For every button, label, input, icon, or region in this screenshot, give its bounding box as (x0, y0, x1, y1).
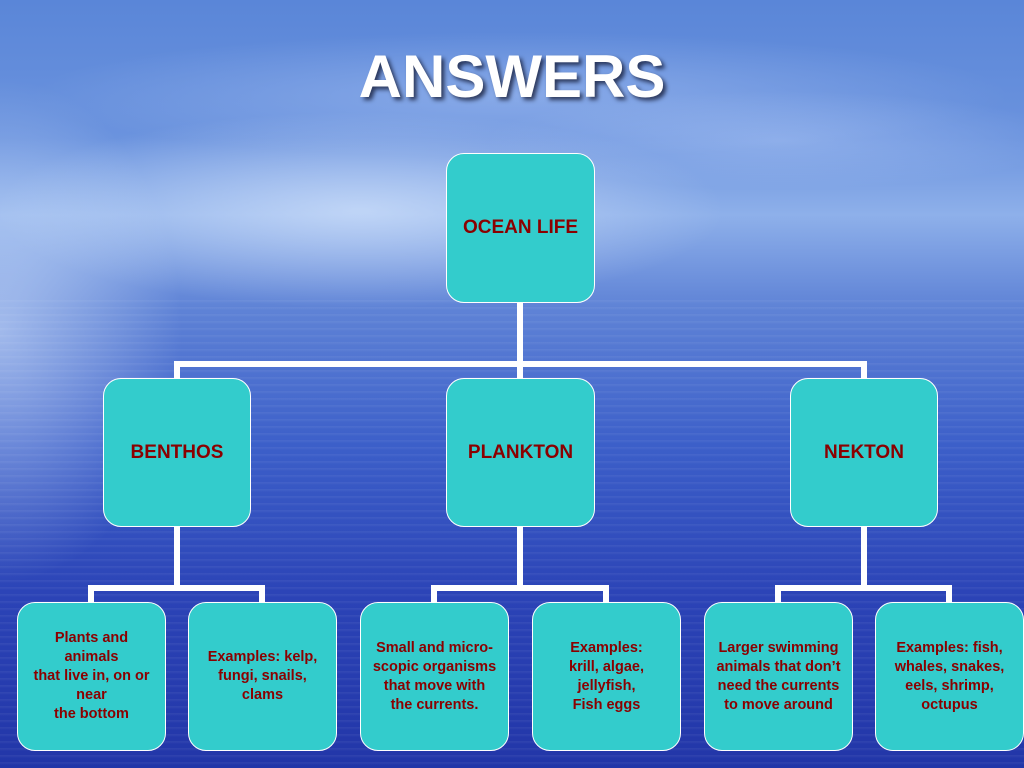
plankton-description-text: Small and micro- scopic organisms that m… (372, 639, 497, 713)
node-benthos-description: Plants and animals that live in, on or n… (17, 602, 166, 751)
nekton-examples-text: Examples: fish, whales, snakes, eels, sh… (894, 639, 1005, 713)
node-nekton: NEKTON (790, 378, 938, 527)
node-nekton-examples: Examples: fish, whales, snakes, eels, sh… (875, 602, 1024, 751)
node-benthos: BENTHOS (103, 378, 251, 527)
nekton-description-text: Larger swimming animals that don’t need … (716, 639, 841, 713)
node-plankton-description: Small and micro- scopic organisms that m… (360, 602, 509, 751)
node-nekton-label: NEKTON (824, 441, 904, 463)
node-ocean-life-label: OCEAN LIFE (462, 217, 579, 238)
plankton-examples-text: Examples: krill, algae, jellyfish, Fish … (569, 639, 644, 713)
benthos-description-text: Plants and animals that live in, on or n… (33, 630, 150, 722)
node-plankton-examples: Examples: krill, algae, jellyfish, Fish … (532, 602, 681, 751)
benthos-examples-text: Examples: kelp, fungi, snails, clams (207, 649, 318, 703)
node-plankton-label: PLANKTON (467, 441, 574, 463)
slide-title: ANSWERS (358, 43, 666, 110)
node-benthos-examples: Examples: kelp, fungi, snails, clams (188, 602, 337, 751)
node-plankton: PLANKTON (446, 378, 595, 527)
node-benthos-label: BENTHOS (130, 441, 224, 463)
node-nekton-description: Larger swimming animals that don’t need … (704, 602, 853, 751)
node-ocean-life: OCEAN LIFE (446, 153, 595, 303)
